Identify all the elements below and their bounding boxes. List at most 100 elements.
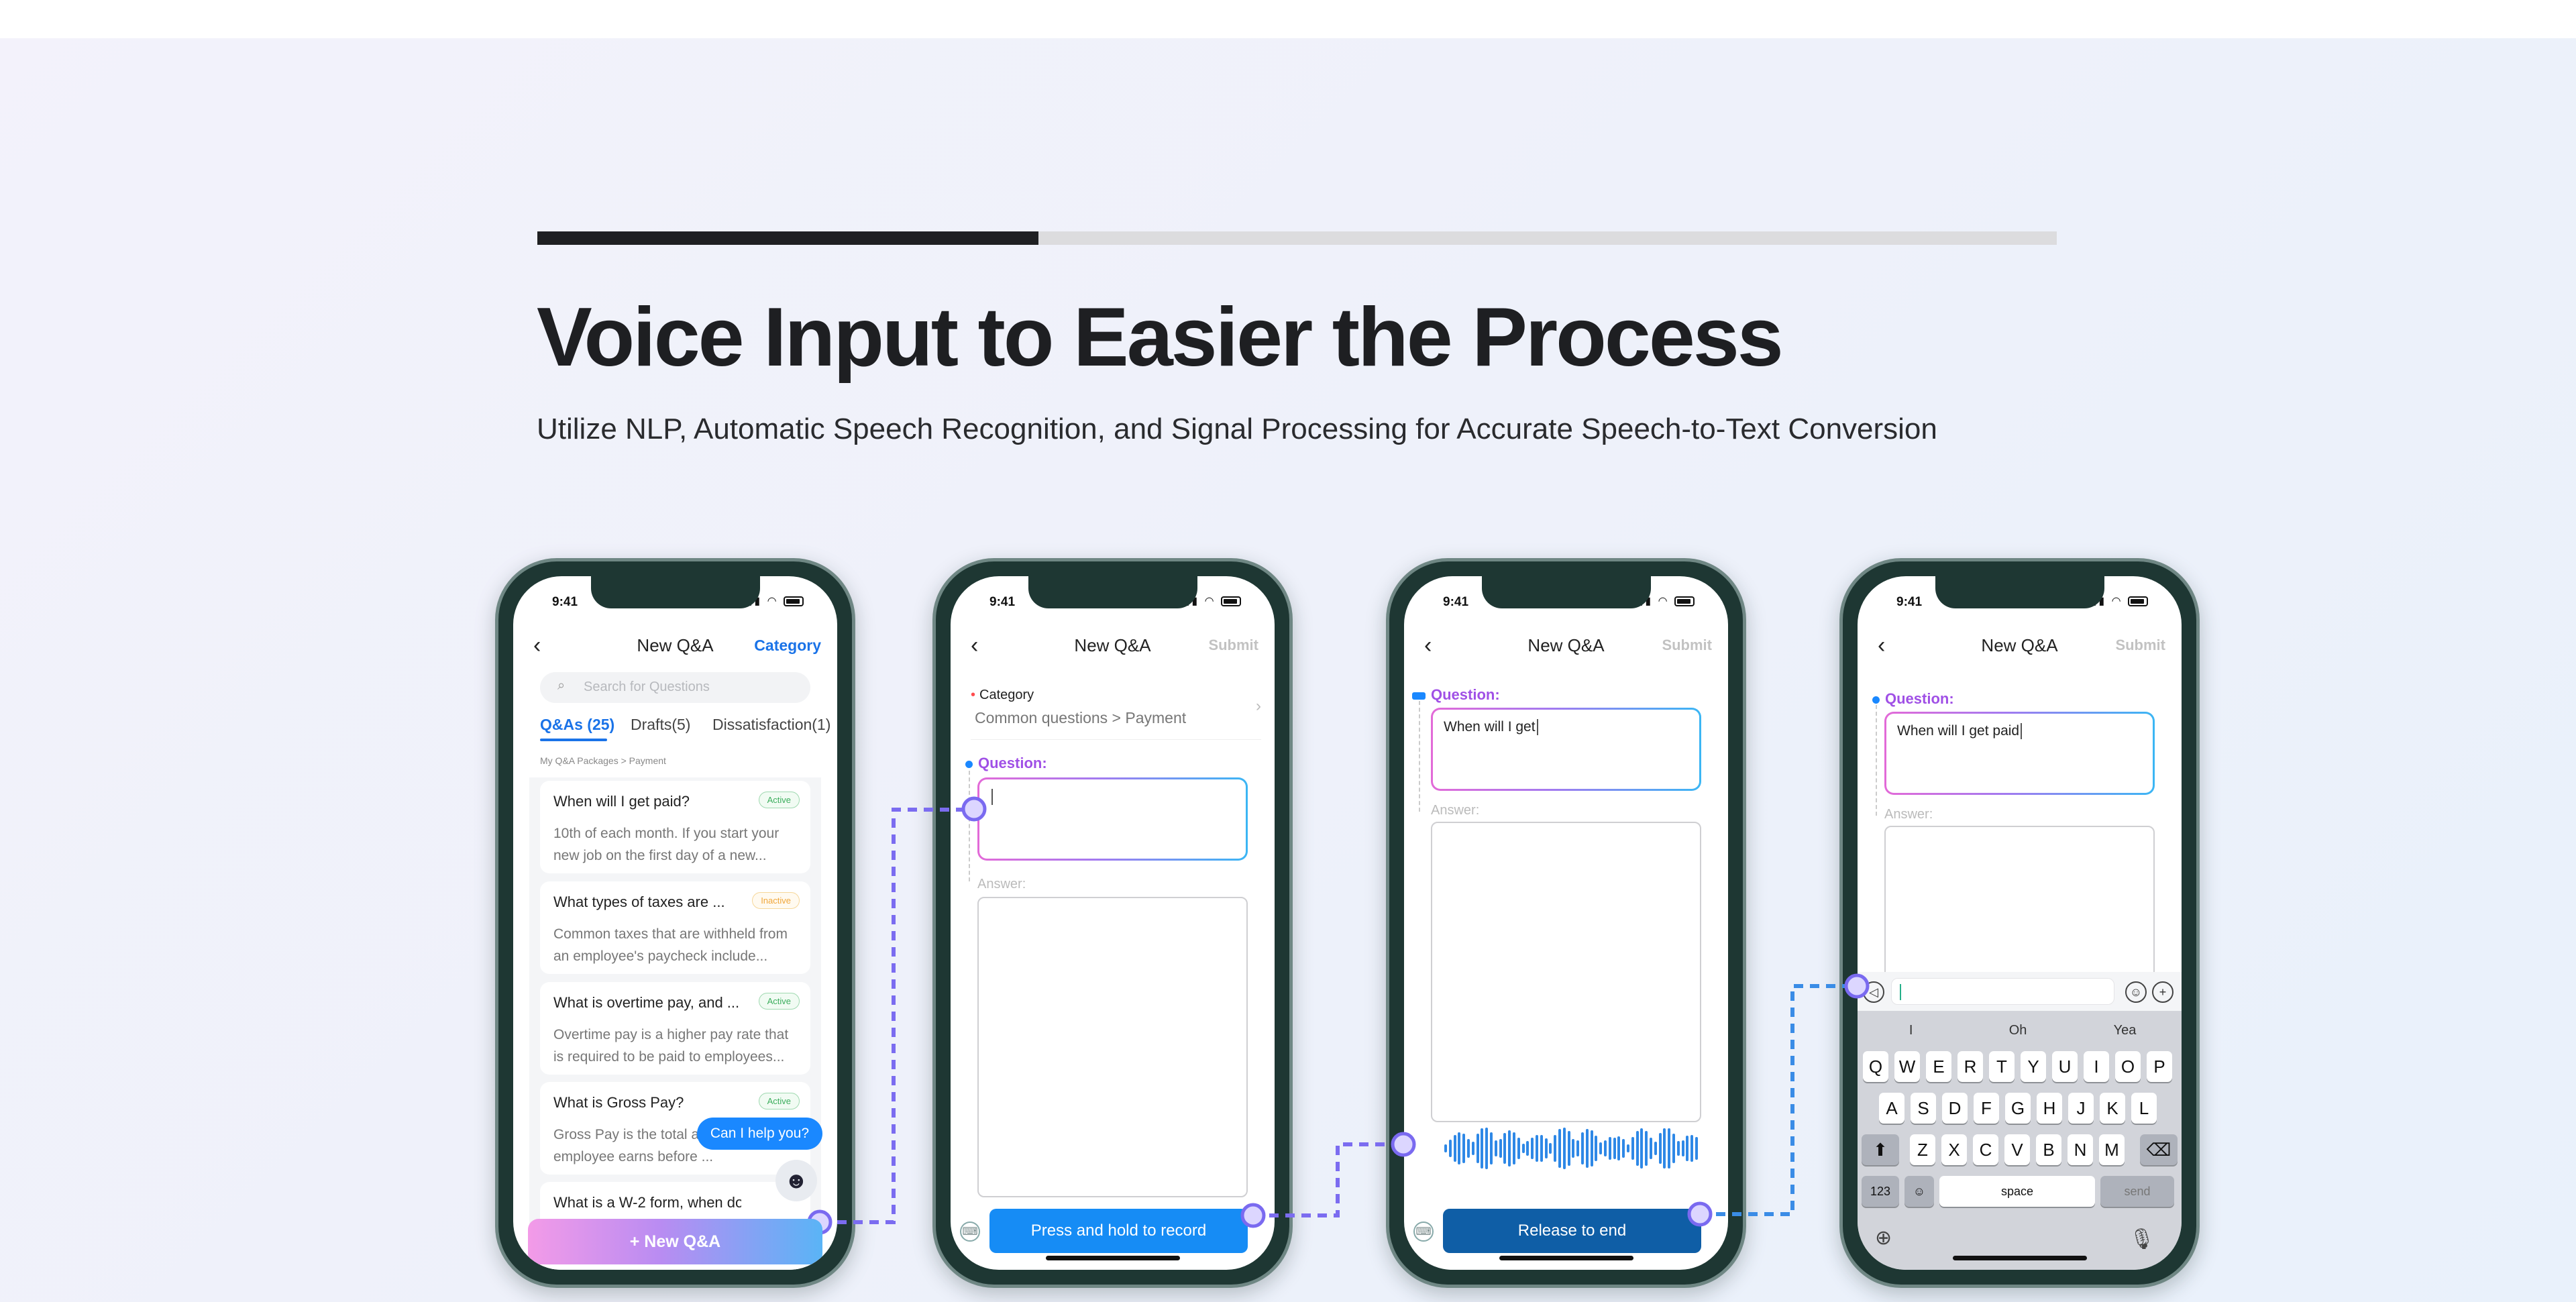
answer-input[interactable] (977, 897, 1248, 1197)
status-time: 9:41 (1443, 595, 1469, 609)
qa-answer: Common taxes that are withheld from an e… (553, 926, 788, 964)
breadcrumb: My Q&A Packages > Payment (540, 755, 666, 766)
message-input[interactable] (1891, 978, 2114, 1005)
phone-keyboard: 9:41 ▮▮ ◠ ‹ New Q&A Submit Question: Whe… (1839, 558, 2200, 1288)
back-chevron-icon[interactable]: ‹ (533, 633, 541, 658)
key-c[interactable]: C (1973, 1134, 1998, 1165)
key-f[interactable]: F (1974, 1093, 1999, 1124)
release-button[interactable]: Release to end (1443, 1209, 1701, 1253)
back-chevron-icon[interactable]: ‹ (1424, 633, 1432, 658)
key-d[interactable]: D (1942, 1093, 1968, 1124)
back-chevron-icon[interactable]: ‹ (1878, 633, 1886, 658)
plus-icon[interactable]: + (2152, 981, 2174, 1003)
tab-drafts[interactable]: Drafts(5) (631, 716, 691, 733)
status-badge: Active (758, 993, 800, 1010)
emoji-key-icon[interactable]: ☺ (1904, 1176, 1934, 1207)
key-m[interactable]: M (2099, 1134, 2125, 1165)
key-j[interactable]: J (2068, 1093, 2094, 1124)
key-n[interactable]: N (2068, 1134, 2093, 1165)
voice-bar: ⌨ Release to end (1404, 1209, 1728, 1253)
key-r[interactable]: R (1957, 1051, 1983, 1082)
send-key[interactable]: send (2100, 1176, 2174, 1207)
submit-button[interactable]: Submit (2115, 637, 2165, 653)
question-input[interactable]: When will I get (1431, 708, 1701, 791)
emoji-icon[interactable]: ☺ (2125, 981, 2147, 1003)
back-chevron-icon[interactable]: ‹ (971, 633, 979, 658)
answer-input[interactable] (1431, 822, 1701, 1122)
key-q[interactable]: Q (1863, 1051, 1888, 1082)
progress-fill (537, 231, 1039, 245)
new-qa-button[interactable]: + New Q&A (528, 1219, 822, 1264)
waveform-bar (1503, 1132, 1507, 1164)
qa-question: What is Gross Pay? (553, 1094, 684, 1111)
waveform-bar (1576, 1140, 1580, 1157)
waveform-bar (1608, 1137, 1611, 1160)
waveform-bar (1686, 1136, 1689, 1161)
waveform-bar (1485, 1127, 1489, 1170)
waveform-bar (1635, 1131, 1639, 1166)
keyboard-icon[interactable]: ⌨ (960, 1222, 980, 1242)
microphone-icon[interactable]: 🎙 (2129, 1228, 2155, 1250)
robot-assistant-icon[interactable]: ☻ (775, 1160, 817, 1201)
category-value[interactable]: Common questions > Payment (975, 709, 1187, 726)
tab-dissatisfaction[interactable]: Dissatisfaction(1) (712, 716, 831, 733)
key-p[interactable]: P (2147, 1051, 2172, 1082)
search-input[interactable]: ⌕Search for Questions (540, 672, 810, 703)
key-y[interactable]: Y (2021, 1051, 2046, 1082)
category-link[interactable]: Category (754, 637, 821, 654)
wifi-icon: ◠ (2111, 596, 2123, 607)
tab-bar: Q&As (25) Drafts(5) Dissatisfaction(1) (540, 716, 830, 743)
tab-active-underline (540, 739, 607, 741)
key-e[interactable]: E (1926, 1051, 1951, 1082)
key-h[interactable]: H (2037, 1093, 2062, 1124)
qa-card[interactable]: What types of taxes are ... Inactive Com… (540, 881, 810, 974)
key-z[interactable]: Z (1910, 1134, 1935, 1165)
key-u[interactable]: U (2052, 1051, 2078, 1082)
key-l[interactable]: L (2131, 1093, 2157, 1124)
delete-key[interactable]: ⌫ (2140, 1134, 2178, 1165)
key-s[interactable]: S (1911, 1093, 1936, 1124)
submit-button[interactable]: Submit (1662, 637, 1712, 653)
answer-label: Answer: (1884, 807, 1933, 822)
key-v[interactable]: V (2004, 1134, 2030, 1165)
qa-card[interactable]: What is overtime pay, and ... Active Ove… (540, 982, 810, 1075)
key-x[interactable]: X (1941, 1134, 1967, 1165)
phone-screen: 9:41 ▮▮ ◠ ‹ New Q&A Submit •Category Com… (951, 576, 1275, 1270)
key-g[interactable]: G (2005, 1093, 2031, 1124)
waveform-bar (1640, 1128, 1644, 1169)
key-w[interactable]: W (1894, 1051, 1920, 1082)
tab-qas[interactable]: Q&As (25) (540, 716, 615, 733)
qa-card[interactable]: When will I get paid? Active 10th of eac… (540, 781, 810, 873)
waveform-bar (1448, 1140, 1452, 1157)
submit-button[interactable]: Submit (1208, 637, 1258, 653)
record-button[interactable]: Press and hold to record (989, 1209, 1248, 1253)
question-input[interactable]: When will I get paid (1884, 712, 2155, 795)
qa-answer: Overtime pay is a higher pay rate that i… (553, 1027, 789, 1065)
suggestion-item[interactable]: I (1909, 1023, 1913, 1038)
key-k[interactable]: K (2100, 1093, 2125, 1124)
question-input[interactable] (977, 777, 1248, 861)
waveform-bar (1567, 1131, 1570, 1166)
home-indicator (1045, 1256, 1180, 1260)
key-a[interactable]: A (1879, 1093, 1904, 1124)
keyboard-icon[interactable]: ⌨ (1413, 1222, 1434, 1242)
voice-toggle-icon[interactable]: ◁ (1863, 981, 1884, 1003)
help-bubble[interactable]: Can I help you? (696, 1118, 822, 1150)
waveform-bar (1531, 1137, 1534, 1160)
category-label: •Category (971, 688, 1034, 703)
chevron-right-icon[interactable]: › (1256, 697, 1261, 715)
numbers-key[interactable]: 123 (1862, 1176, 1899, 1207)
key-o[interactable]: O (2115, 1051, 2141, 1082)
globe-icon[interactable]: ⊕ (1875, 1227, 1892, 1249)
key-b[interactable]: B (2036, 1134, 2061, 1165)
question-label: Question: (1872, 690, 1954, 708)
key-t[interactable]: T (1989, 1051, 2015, 1082)
phone-screen: 9:41 ▮▮ ◠ ‹ New Q&A Submit Question: Whe… (1404, 576, 1728, 1270)
question-label: Question: (1412, 686, 1500, 704)
space-key[interactable]: space (1939, 1176, 2095, 1207)
shift-key[interactable]: ⬆ (1862, 1134, 1899, 1165)
phone-qa-list: 9:41 ▮▮ ◠ ‹ New Q&A Category ⌕Search for… (495, 558, 855, 1288)
key-i[interactable]: I (2084, 1051, 2109, 1082)
suggestion-item[interactable]: Yea (2113, 1023, 2137, 1038)
suggestion-item[interactable]: Oh (2008, 1023, 2027, 1038)
